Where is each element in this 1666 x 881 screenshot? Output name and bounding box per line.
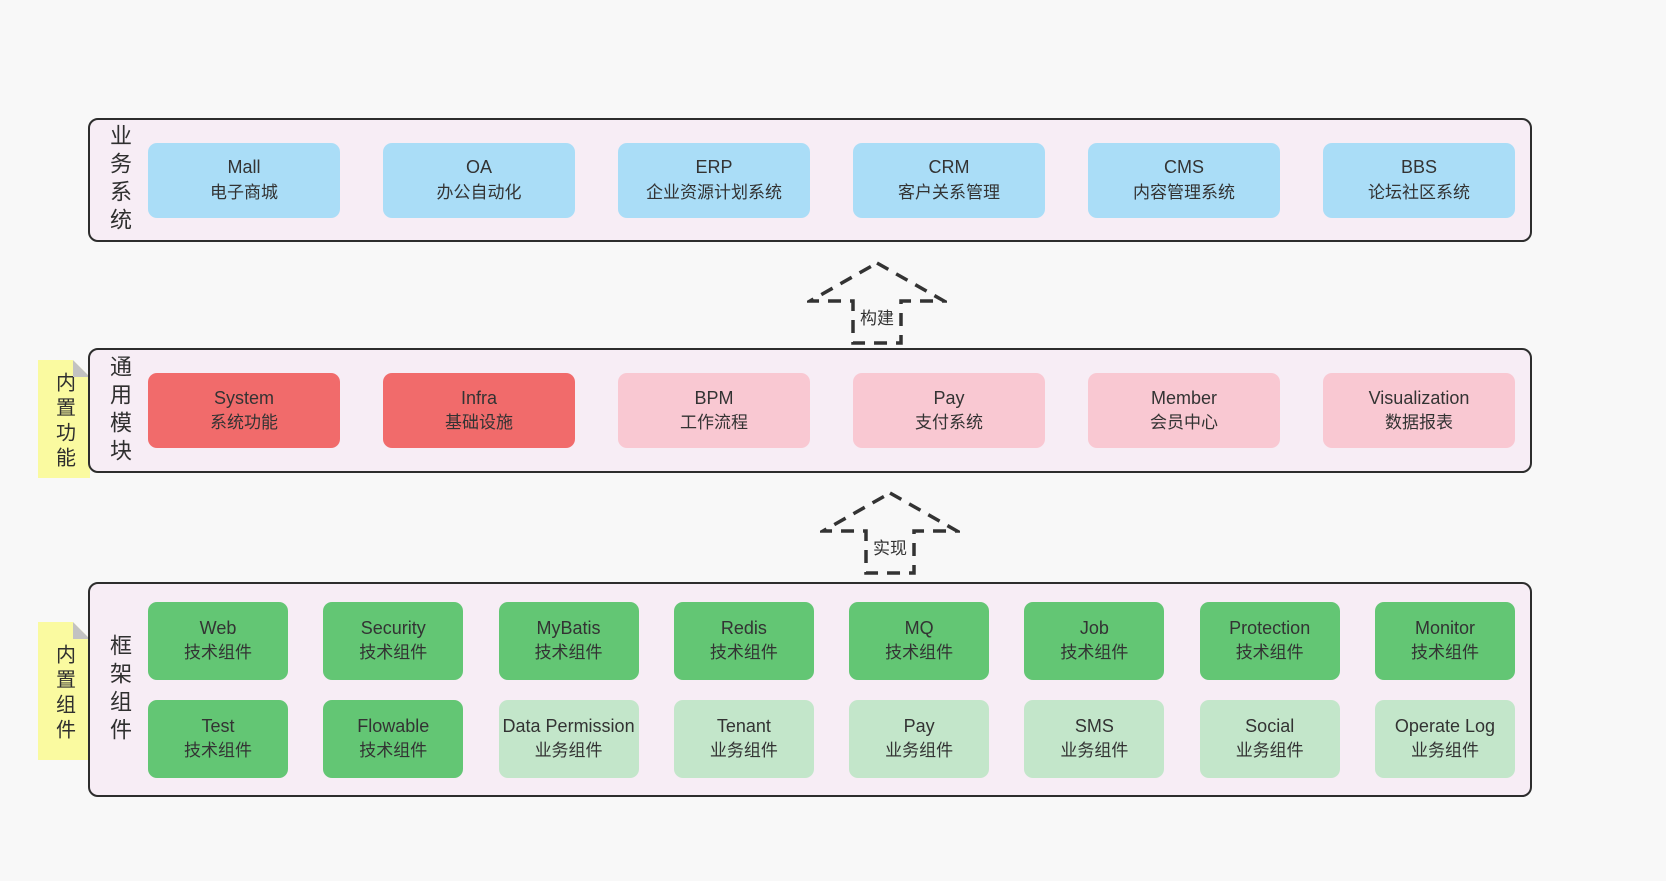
box-job: Job 技术组件 (1024, 601, 1165, 680)
box-mybatis: MyBatis 技术组件 (498, 601, 639, 680)
build-arrow: 构建 (807, 260, 947, 346)
box-social: Social 业务组件 (1199, 699, 1340, 778)
box-visualization: Visualization 数据报表 (1323, 373, 1515, 448)
box-row: Web 技术组件 Security 技术组件 MyBatis 技术组件 Redi… (148, 601, 1515, 680)
implement-arrow-label: 实现 (870, 534, 910, 559)
layer-label-business-systems: 业务系统 (107, 124, 132, 236)
dashed-up-arrow-icon (807, 260, 947, 345)
layer-framework-components: 框架组件 Web 技术组件 Security 技术组件 MyBatis 技术组件… (88, 582, 1532, 797)
box-cms: CMS 内容管理系统 (1088, 142, 1280, 218)
box-operate-log: Operate Log 业务组件 (1374, 699, 1515, 778)
box-bbs: BBS 论坛社区系统 (1323, 142, 1515, 218)
box-security: Security 技术组件 (323, 601, 464, 680)
box-pay-module: Pay 支付系统 (853, 373, 1045, 448)
sticky-note-builtin-features: 内置功能 (38, 360, 90, 478)
box-mall: Mall 电子商城 (148, 142, 340, 218)
layer-label-framework-components: 框架组件 (107, 633, 132, 746)
dashed-up-arrow-icon (820, 490, 960, 575)
box-oa: OA 办公自动化 (383, 142, 575, 218)
box-test: Test 技术组件 (148, 699, 288, 778)
box-tenant: Tenant 业务组件 (673, 699, 814, 778)
box-pay-component: Pay 业务组件 (849, 699, 990, 778)
box-flowable: Flowable 技术组件 (323, 699, 464, 778)
box-redis: Redis 技术组件 (673, 601, 814, 680)
box-bpm: BPM 工作流程 (618, 373, 810, 448)
box-erp: ERP 企业资源计划系统 (618, 142, 810, 218)
box-crm: CRM 客户关系管理 (853, 142, 1045, 218)
layer-rows: Mall 电子商城 OA 办公自动化 ERP 企业资源计划系统 CRM 客户关系… (148, 120, 1530, 240)
box-data-permission: Data Permission 业务组件 (498, 699, 639, 778)
box-row: Test 技术组件 Flowable 技术组件 Data Permission … (148, 699, 1515, 778)
box-web: Web 技术组件 (148, 601, 288, 680)
layer-business-systems: 业务系统 Mall 电子商城 OA 办公自动化 ERP 企业资源计划系统 CRM… (88, 118, 1532, 242)
box-infra: Infra 基础设施 (383, 373, 575, 448)
box-row: System 系统功能 Infra 基础设施 BPM 工作流程 Pay 支付系统… (148, 373, 1515, 448)
sticky-note-builtin-components: 内置组件 (38, 622, 90, 760)
box-system: System 系统功能 (148, 373, 340, 448)
layer-rows: System 系统功能 Infra 基础设施 BPM 工作流程 Pay 支付系统… (148, 350, 1530, 471)
layer-rows: Web 技术组件 Security 技术组件 MyBatis 技术组件 Redi… (148, 584, 1530, 795)
box-monitor: Monitor 技术组件 (1374, 601, 1515, 680)
box-sms: SMS 业务组件 (1024, 699, 1165, 778)
box-protection: Protection 技术组件 (1199, 601, 1340, 680)
build-arrow-label: 构建 (857, 304, 897, 329)
box-member: Member 会员中心 (1088, 373, 1280, 448)
implement-arrow: 实现 (820, 490, 960, 576)
box-mq: MQ 技术组件 (849, 601, 990, 680)
box-row: Mall 电子商城 OA 办公自动化 ERP 企业资源计划系统 CRM 客户关系… (148, 142, 1515, 218)
layer-common-modules: 通用模块 System 系统功能 Infra 基础设施 BPM 工作流程 Pay… (88, 348, 1532, 473)
layer-label-common-modules: 通用模块 (107, 354, 132, 467)
